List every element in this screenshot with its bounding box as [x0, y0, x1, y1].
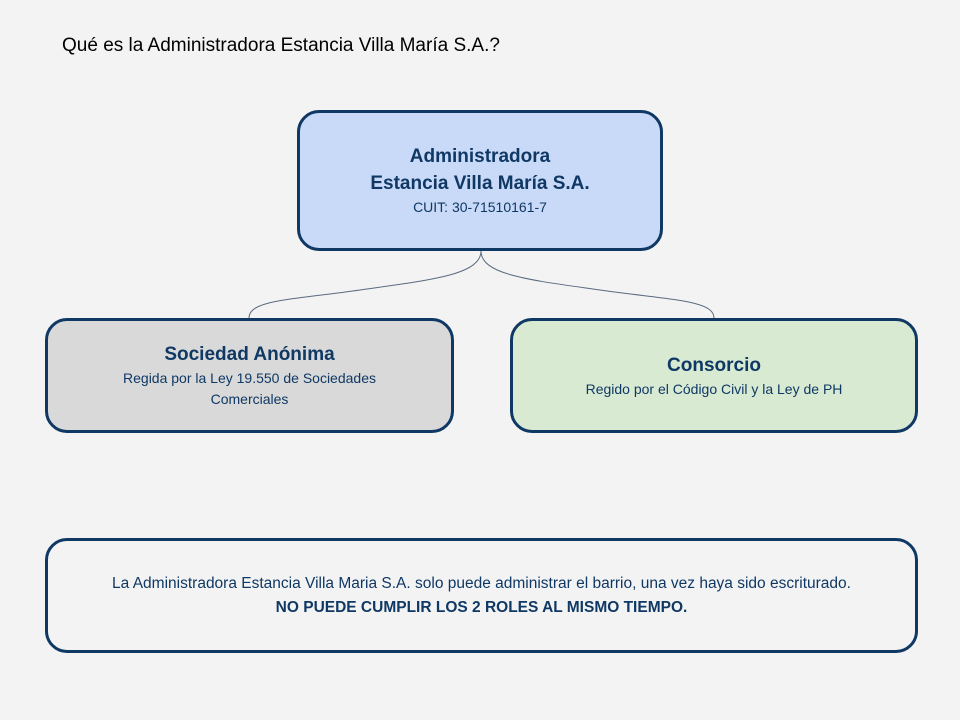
administradora-box: Administradora Estancia Villa María S.A.…: [297, 110, 663, 251]
consorcio-box: Consorcio Regido por el Código Civil y l…: [510, 318, 918, 433]
note-text: La Administradora Estancia Villa Maria S…: [112, 574, 851, 592]
company-name-line2: Estancia Villa María S.A.: [370, 173, 590, 194]
note-emphasis: NO PUEDE CUMPLIR LOS 2 ROLES AL MISMO TI…: [275, 598, 688, 616]
sociedad-anonima-heading: Sociedad Anónima: [164, 344, 335, 365]
connector-right: [480, 250, 715, 319]
cuit-text: CUIT: 30-71510161-7: [413, 199, 547, 215]
consorcio-text: Regido por el Código Civil y la Ley de P…: [585, 380, 843, 397]
company-name-line1: Administradora: [409, 146, 551, 167]
sociedad-anonima-text: Regida por la Ley 19.550 de Sociedades C…: [123, 370, 376, 407]
consorcio-heading: Consorcio: [667, 354, 761, 376]
slide-title: Qué es la Administradora Estancia Villa …: [62, 35, 500, 56]
sociedad-anonima-box: Sociedad Anónima Regida por la Ley 19.55…: [45, 318, 454, 433]
connector-left: [248, 250, 482, 319]
note-box: La Administradora Estancia Villa Maria S…: [45, 538, 918, 653]
